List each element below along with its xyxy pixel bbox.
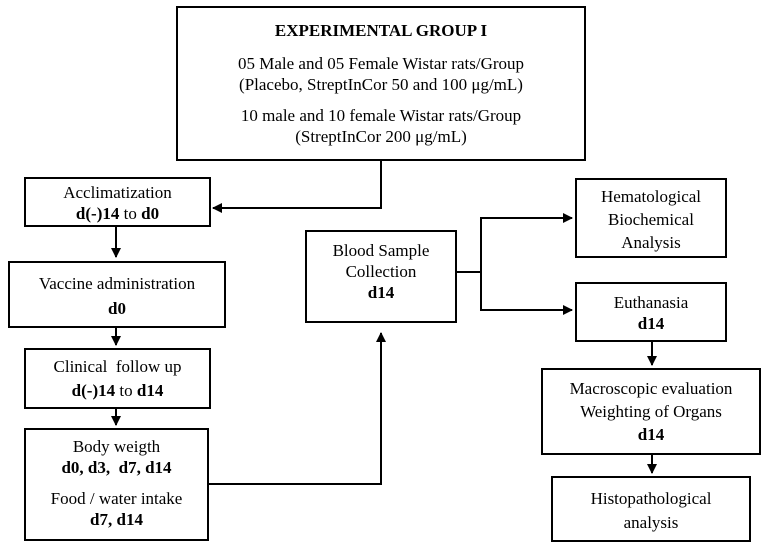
body-weight-label: Body weigth — [72, 437, 161, 456]
group-title: EXPERIMENTAL GROUP I — [274, 21, 488, 40]
hematological-line-2: Biochemical — [608, 210, 694, 229]
hematological-box: Hematological Biochemical Analysis — [575, 178, 727, 258]
euthanasia-label: Euthanasia — [613, 293, 689, 312]
acclimatization-start: d(-)14 — [75, 204, 120, 223]
blood-sample-box: Blood Sample Collection d14 — [305, 230, 457, 323]
group-line-1: 05 Male and 05 Female Wistar rats/Group — [237, 54, 525, 73]
arrow-blood-to-euthanasia — [480, 272, 573, 315]
acclimatization-box: Acclimatization d(-)14 to d0 — [24, 177, 211, 227]
macroscopic-day: d14 — [637, 425, 665, 444]
acclimatization-label: Acclimatization — [63, 183, 172, 202]
euthanasia-box: Euthanasia d14 — [575, 282, 727, 342]
histopathological-box: Histopathological analysis — [551, 476, 751, 542]
group-line-4: (StreptInCor 200 μg/mL) — [295, 127, 467, 146]
acclimatization-end: d0 — [141, 204, 160, 223]
body-weight-box: Body weigth d0, d3, d7, d14 Food / water… — [24, 428, 209, 541]
experimental-group-box: EXPERIMENTAL GROUP I 05 Male and 05 Fema… — [176, 6, 586, 161]
histopathological-line-2: analysis — [623, 513, 679, 532]
clinical-start: d(-)14 — [71, 381, 116, 400]
body-weight-days: d0, d3, d7, d14 — [61, 458, 172, 477]
clinical-to: to — [115, 381, 137, 400]
hematological-line-3: Analysis — [621, 233, 681, 252]
vaccine-day: d0 — [108, 299, 126, 318]
vaccine-box: Vaccine administration d0 — [8, 261, 226, 328]
arrow-group-to-acclimatization — [212, 160, 382, 213]
food-water-label: Food / water intake — [50, 489, 183, 508]
blood-day: d14 — [367, 283, 395, 302]
blood-line-1: Blood Sample — [332, 241, 430, 260]
blood-line-2: Collection — [345, 262, 417, 281]
euthanasia-day: d14 — [637, 314, 665, 333]
vaccine-label: Vaccine administration — [38, 274, 196, 293]
macroscopic-box: Macroscopic evaluation Weighting of Orga… — [541, 368, 761, 455]
macroscopic-line-1: Macroscopic evaluation — [569, 379, 733, 398]
arrow-blood-to-hematological — [456, 213, 573, 273]
macroscopic-line-2: Weighting of Organs — [580, 402, 722, 421]
group-line-3: 10 male and 10 female Wistar rats/Group — [240, 106, 522, 125]
food-water-days: d7, d14 — [90, 510, 143, 529]
clinical-label: Clinical follow up — [53, 357, 182, 376]
clinical-box: Clinical follow up d(-)14 to d14 — [24, 348, 211, 409]
histopathological-line-1: Histopathological — [590, 489, 712, 508]
hematological-line-1: Hematological — [600, 187, 702, 206]
clinical-end: d14 — [136, 381, 164, 400]
arrow-body-to-blood — [208, 332, 386, 485]
group-line-2: (Placebo, StreptInCor 50 and 100 μg/mL) — [239, 75, 523, 94]
acclimatization-to: to — [119, 204, 142, 223]
